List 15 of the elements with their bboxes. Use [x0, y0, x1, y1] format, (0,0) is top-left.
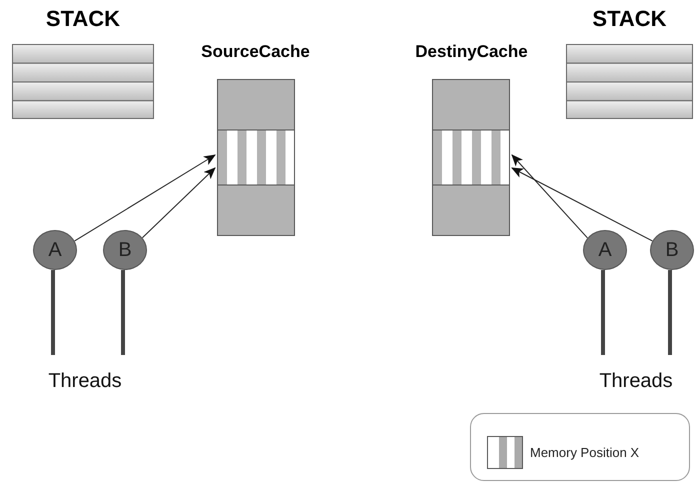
threads-label: Threads: [47, 370, 123, 393]
thread-ellipse: A: [583, 230, 627, 270]
thread-ellipse: B: [103, 230, 147, 270]
thread-ellipse: A: [33, 230, 77, 270]
legend-text: Memory Position X: [530, 445, 640, 460]
threads-label: Threads: [598, 370, 674, 393]
cache-heading: SourceCache: [200, 42, 311, 62]
thread-ellipse: B: [650, 230, 694, 270]
stack-heading: STACK: [44, 6, 122, 32]
arrow: [74, 154, 216, 242]
arrow: [142, 167, 216, 238]
stack-heading: STACK: [591, 6, 668, 32]
arrow: [511, 168, 653, 242]
arrow: [511, 154, 588, 238]
cache-heading: DestinyCache: [414, 42, 529, 62]
